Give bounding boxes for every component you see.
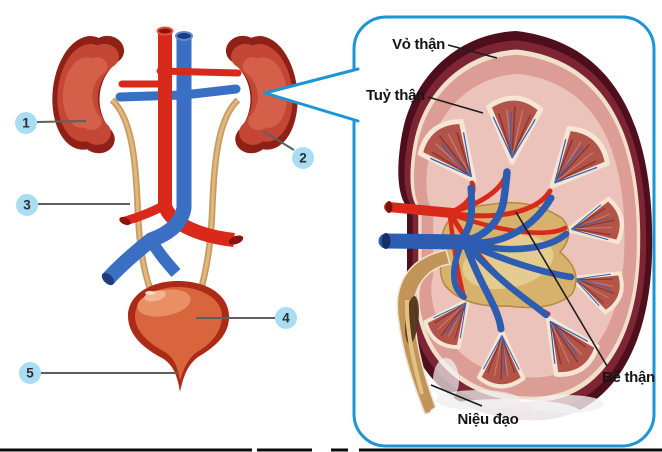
callout-pointer [265,70,358,120]
badge-2: 2 [292,147,314,169]
leader-urethra [430,384,483,407]
urinary-system-overview: 1 2 3 4 5 [15,26,314,392]
renal-vein-tree [378,168,575,333]
leader-renal-cortex [447,44,498,59]
label-urethra: Niệu đạo [458,411,519,428]
ureter-right [195,97,241,297]
kidney-left [46,30,126,155]
bladder [128,281,230,392]
badge-5-circle [19,362,41,384]
detail-leader-lines [427,44,608,407]
overview-leader-lines [36,120,295,374]
badge-1-circle [15,112,37,134]
inferior-vena-cava [101,31,193,286]
leader-line-2 [262,130,295,151]
leader-renal-pelvis [515,211,608,367]
badge-3: 3 [16,194,38,216]
kidney-cross-section: Vỏ thận Tuỷ thận Bể thận Niệu đạo [366,31,655,428]
badge-3-circle [16,194,38,216]
badge-4-circle [275,307,297,329]
ureter-detail [396,249,451,415]
badge-2-number: 2 [299,151,307,166]
label-renal-medulla: Tuỷ thận [366,87,425,104]
badge-5: 5 [19,362,41,384]
badge-5-number: 5 [26,366,34,381]
bottom-rule [0,448,662,452]
badge-2-circle [292,147,314,169]
badge-4: 4 [275,307,297,329]
label-renal-cortex: Vỏ thận [392,36,445,53]
badge-3-number: 3 [23,198,31,213]
renal-arteries [118,67,242,88]
leader-line-1 [36,120,87,123]
label-renal-pelvis: Bể thận [602,369,655,386]
badge-1-number: 1 [22,116,30,131]
leader-renal-medulla [427,96,484,114]
badge-1: 1 [15,112,37,134]
badge-4-number: 4 [282,311,290,326]
